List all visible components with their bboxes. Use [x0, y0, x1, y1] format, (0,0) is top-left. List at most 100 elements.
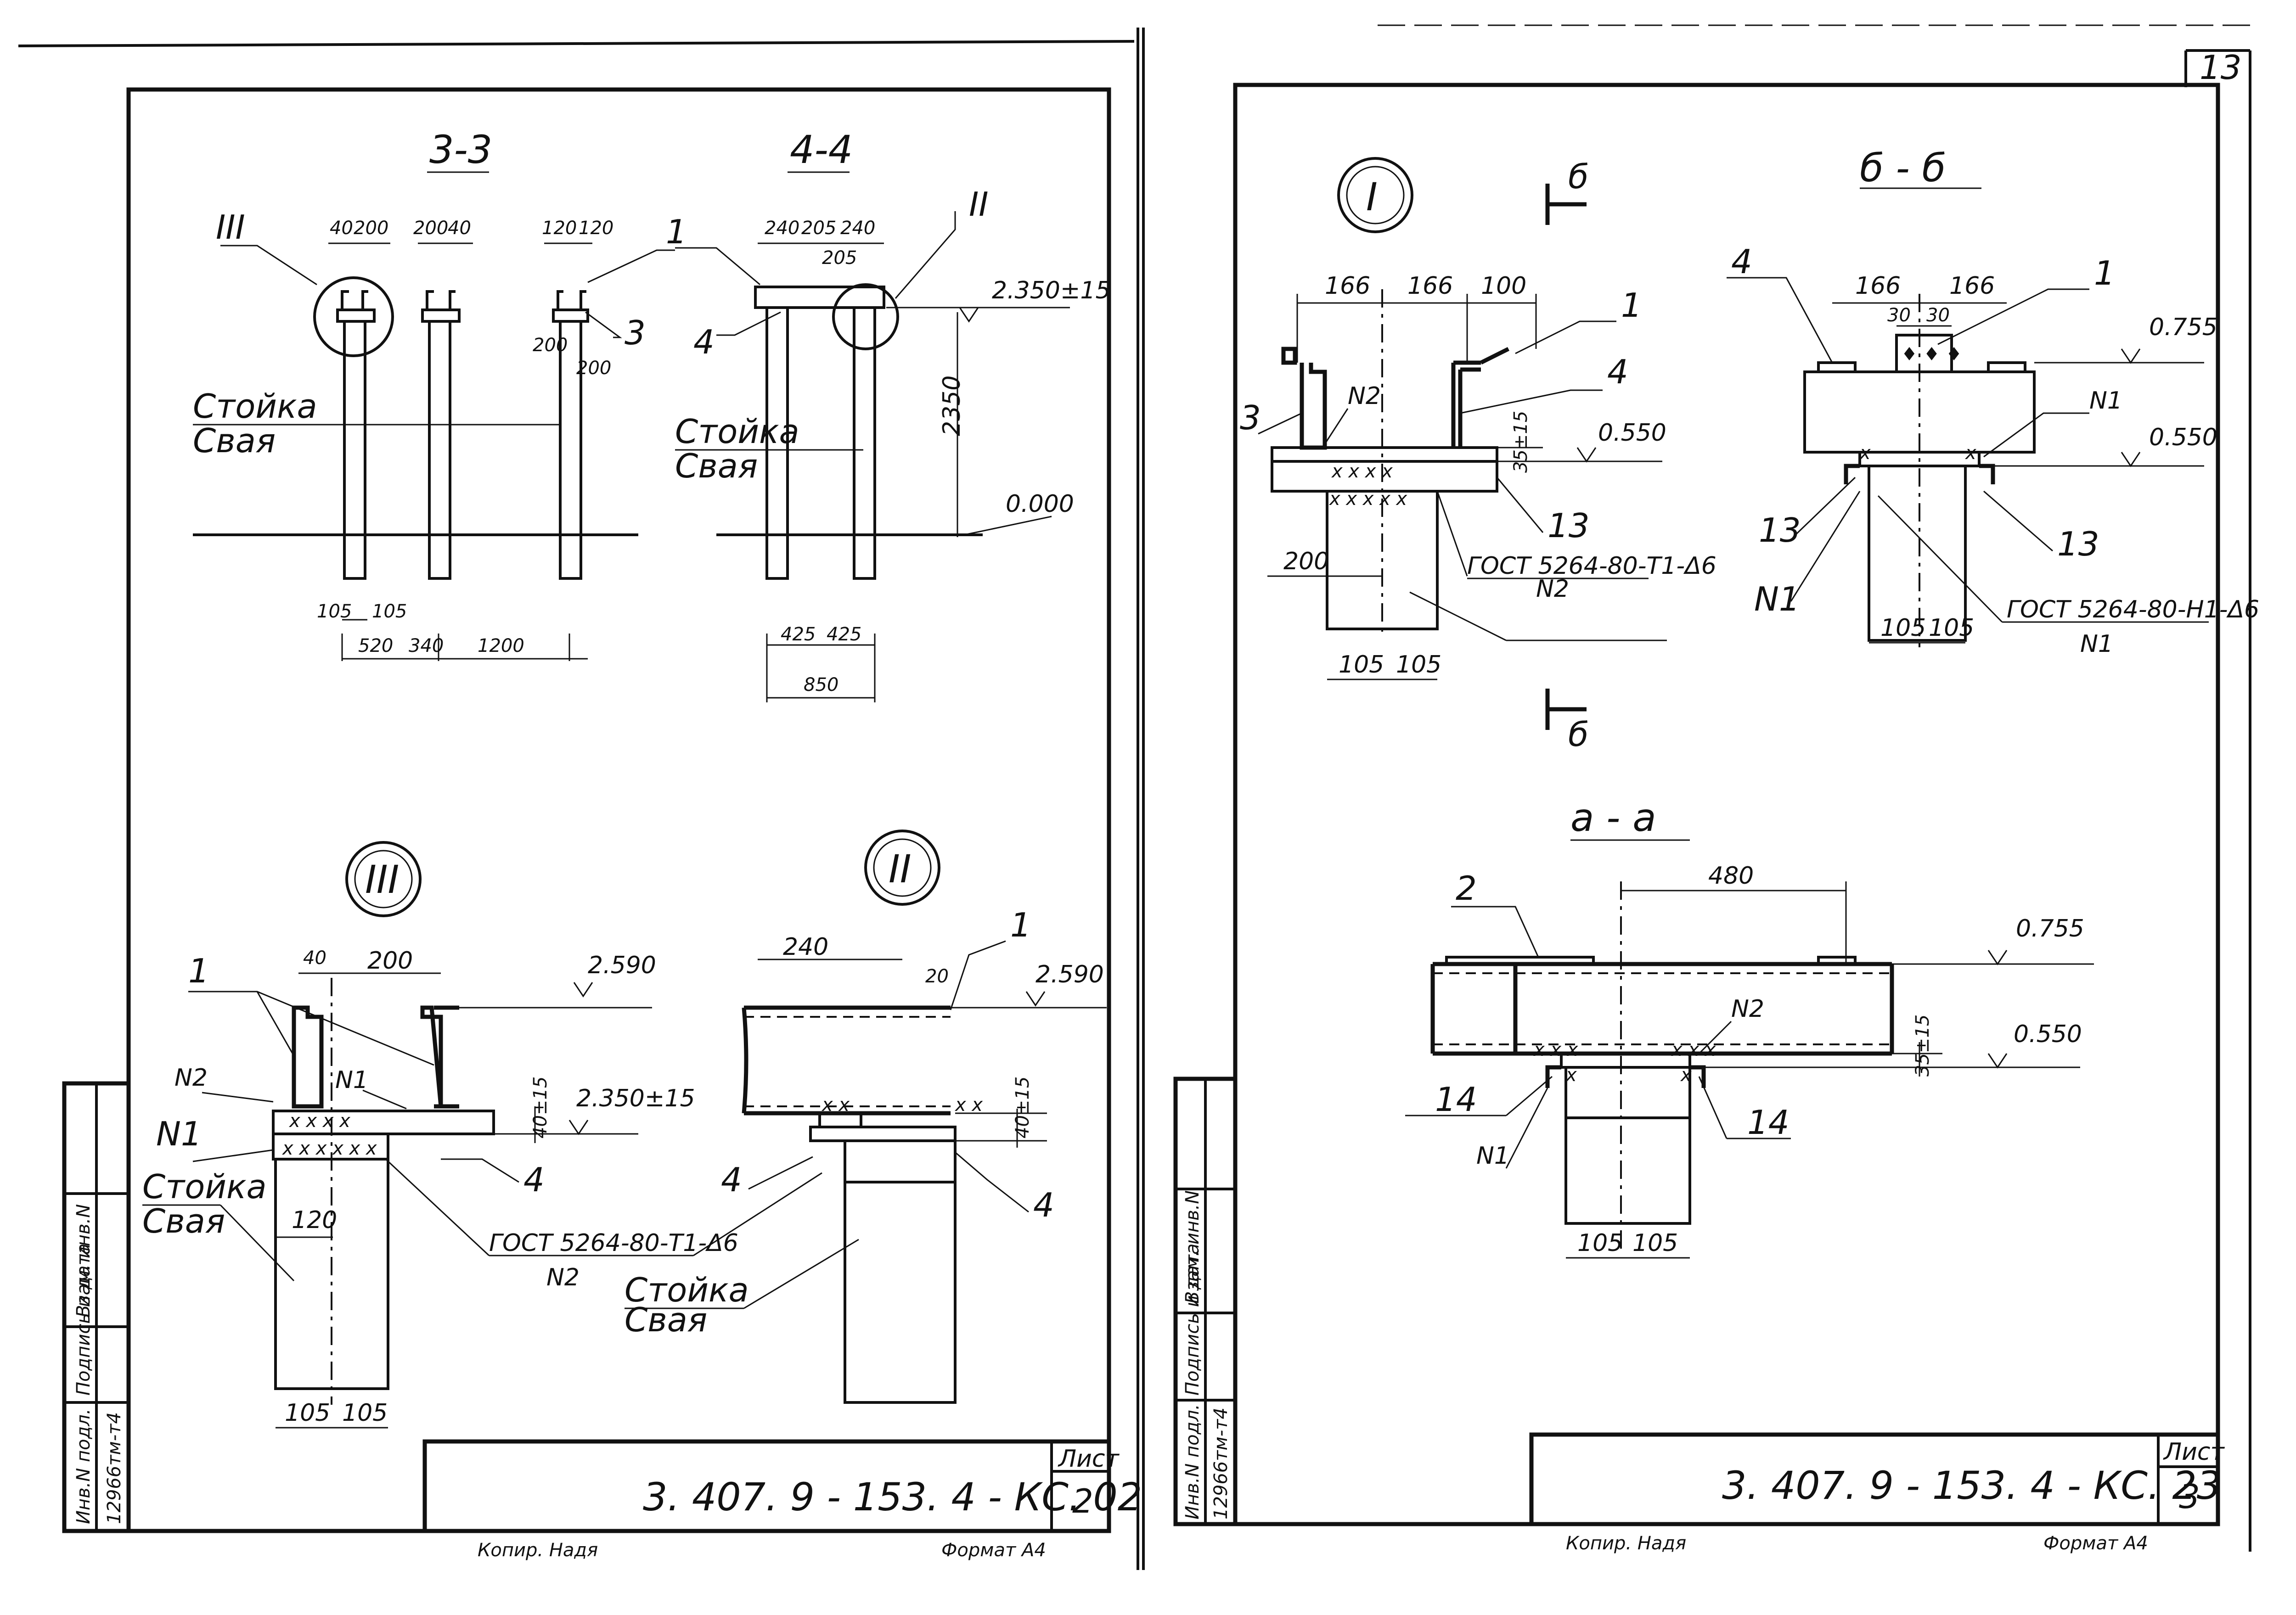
svg-text:x x x x: x x x x — [288, 1110, 350, 1132]
aa-n2: N2 — [1731, 995, 1764, 1023]
bb-callout-4: 4 — [1731, 242, 1752, 281]
d3-callout-1: 1 — [188, 952, 209, 990]
dim-425b: 425 — [827, 624, 861, 645]
svg-text:x: x — [1859, 443, 1871, 464]
dim-850: 850 — [804, 674, 838, 695]
detail-I: I б б x x x x x x x x x 166 166 100 1 4 … — [1240, 157, 1716, 754]
dim-205a: 205 — [801, 218, 836, 239]
weld-marks-I: x x x x x x x x x — [1328, 461, 1407, 510]
svg-text:x x x x x: x x x x x — [1328, 488, 1407, 510]
left-frame — [126, 87, 1111, 1533]
dim-340: 340 — [409, 635, 444, 656]
aa-dim-105b: 105 — [1632, 1229, 1678, 1257]
svg-text:x: x — [1680, 1065, 1692, 1086]
left-sheet-no: 2 — [1072, 1482, 1093, 1520]
d3-dim-40: 40 — [303, 948, 326, 969]
bb-level-0550: 0.550 — [2149, 424, 2217, 451]
d3-callout-4: 4 — [523, 1161, 545, 1199]
aa-title: а - а — [1570, 795, 1656, 840]
dim-425a: 425 — [781, 624, 816, 645]
dim-240a: 240 — [765, 218, 799, 239]
dI-dim-200: 200 — [1283, 548, 1329, 575]
dim-105a: 105 — [317, 601, 352, 622]
section-title-4-4: 4-4 — [790, 127, 853, 172]
dI-callout-4: 4 — [1607, 353, 1628, 391]
d3-weld-n: N2 — [546, 1264, 580, 1291]
dim-105b: 105 — [372, 601, 407, 622]
dI-dim-166a: 166 — [1325, 272, 1370, 300]
bb-dim-30a: 30 — [1887, 305, 1911, 326]
d3-dim-40b: 40±15 — [530, 1077, 551, 1138]
bb-dim-105b: 105 — [1929, 614, 1974, 642]
dim-200c: 200 — [533, 335, 568, 356]
aa-level-0755: 0.755 — [2016, 915, 2084, 942]
bb-n1: N1 — [2089, 387, 2122, 415]
d2-dim-40: 40±15 — [1012, 1077, 1033, 1138]
stamp-inv-orig: Инв.N подл. — [73, 1408, 94, 1524]
svg-text:x x x x x x: x x x x x x — [281, 1138, 377, 1159]
aa-callout-14b: 14 — [1747, 1103, 1790, 1142]
left-sheet-label: Лист — [1058, 1445, 1120, 1473]
svg-text:x x x: x x x — [1533, 1039, 1578, 1060]
right-frame — [1233, 83, 2220, 1526]
right-drawing-code: 3. 407. 9 - 153. 4 - КС. 23 — [1722, 1463, 2221, 1508]
dI-dim-100: 100 — [1481, 272, 1526, 300]
stamp-inv-repl: Взам. инв.N — [73, 1204, 94, 1318]
svg-text:x x: x x — [954, 1094, 983, 1116]
bb-callout-1: 1 — [2094, 254, 2115, 292]
dim-1200: 1200 — [478, 635, 524, 656]
stamp-number: 12966тм-т4 — [104, 1412, 125, 1524]
dims-3-3-top: 40 200 200 40 120 120 200 200 — [328, 218, 613, 379]
d2-post: Стойка — [625, 1271, 749, 1309]
weld-marks-II: x x x x — [821, 1094, 983, 1116]
callout-3: 3 — [625, 314, 646, 352]
d3-dim-105a: 105 — [285, 1399, 330, 1427]
right-footer-copied: Копир. Надя — [1566, 1533, 1686, 1554]
detail-title-II: II — [889, 847, 912, 892]
d2-dim-240: 240 — [783, 933, 828, 961]
detail-title-I: I — [1366, 174, 1378, 219]
callout-4: 4 — [693, 323, 715, 361]
bb-callout-13a: 13 — [1759, 511, 1801, 550]
bb-dim-105a: 105 — [1880, 614, 1926, 642]
d2-callout-4b: 4 — [1033, 1186, 1054, 1224]
detail-title-III: III — [365, 857, 399, 902]
d2-level-2590: 2.590 — [1035, 961, 1104, 988]
weld-marks-III: x x x x x x x x x x — [281, 1110, 377, 1159]
aa-dim-35: 35±15 — [1912, 1015, 1933, 1077]
d3-dim-200: 200 — [367, 947, 413, 975]
dI-dim-105b: 105 — [1396, 651, 1441, 679]
aa-level-0550: 0.550 — [2014, 1021, 2082, 1048]
bb-weld-n: N1 — [2080, 630, 2113, 658]
dim-205b: 205 — [822, 247, 857, 269]
bb-dim-30b: 30 — [1926, 305, 1950, 326]
d2-callout-1: 1 — [1010, 906, 1031, 944]
d3-level-2350: 2.350±15 — [576, 1085, 695, 1112]
label-post-44: Стойка — [675, 412, 799, 451]
bb-level-0755: 0.755 — [2149, 314, 2217, 341]
dI-weld-n: N2 — [1536, 575, 1569, 603]
detail-II: II x x x x 240 20 1 2.590 40±15 4 4 Стой… — [625, 830, 1107, 1404]
right-sheet-no: 3 — [2179, 1477, 2200, 1516]
bb-weld: ГОСТ 5264-80-Н1-Δ6 — [2007, 596, 2259, 623]
right-side-stamp: Инв.N подл. 12966тм-т4 Подпись и дата Вз… — [1173, 1077, 1238, 1526]
section-4-4: 4-4 II 240 205 240 205 1 4 2.350±15 2350… — [666, 127, 1111, 702]
d2-dim-20: 20 — [925, 966, 949, 987]
label-pile-44: Свая — [675, 447, 758, 485]
dI-callout-13: 13 — [1548, 506, 1590, 545]
section-b-b: б - б ♦ ♦ ♦ x x 166 166 30 30 4 1 0.755 … — [1727, 146, 2259, 658]
right-footer-format: Формат А4 — [2043, 1533, 2148, 1554]
stamp-r-sign-date: Подпись и дата — [1182, 1244, 1203, 1396]
dI-level-0550: 0.550 — [1598, 419, 1666, 447]
d3-pile: Свая — [142, 1202, 225, 1240]
label-post-33: Стойка — [193, 387, 317, 426]
svg-text:x: x — [1964, 443, 1976, 464]
marker-III: III — [216, 208, 245, 247]
dI-weld: ГОСТ 5264-80-Т1-Δ6 — [1467, 552, 1716, 580]
dim-120a: 120 — [542, 218, 577, 239]
dI-dim-35: 35±15 — [1510, 411, 1531, 473]
dim-40b: 40 — [448, 218, 471, 239]
d2-callout-4a: 4 — [721, 1161, 742, 1199]
dim-240b: 240 — [840, 218, 875, 239]
aa-callout-14a: 14 — [1435, 1080, 1477, 1119]
